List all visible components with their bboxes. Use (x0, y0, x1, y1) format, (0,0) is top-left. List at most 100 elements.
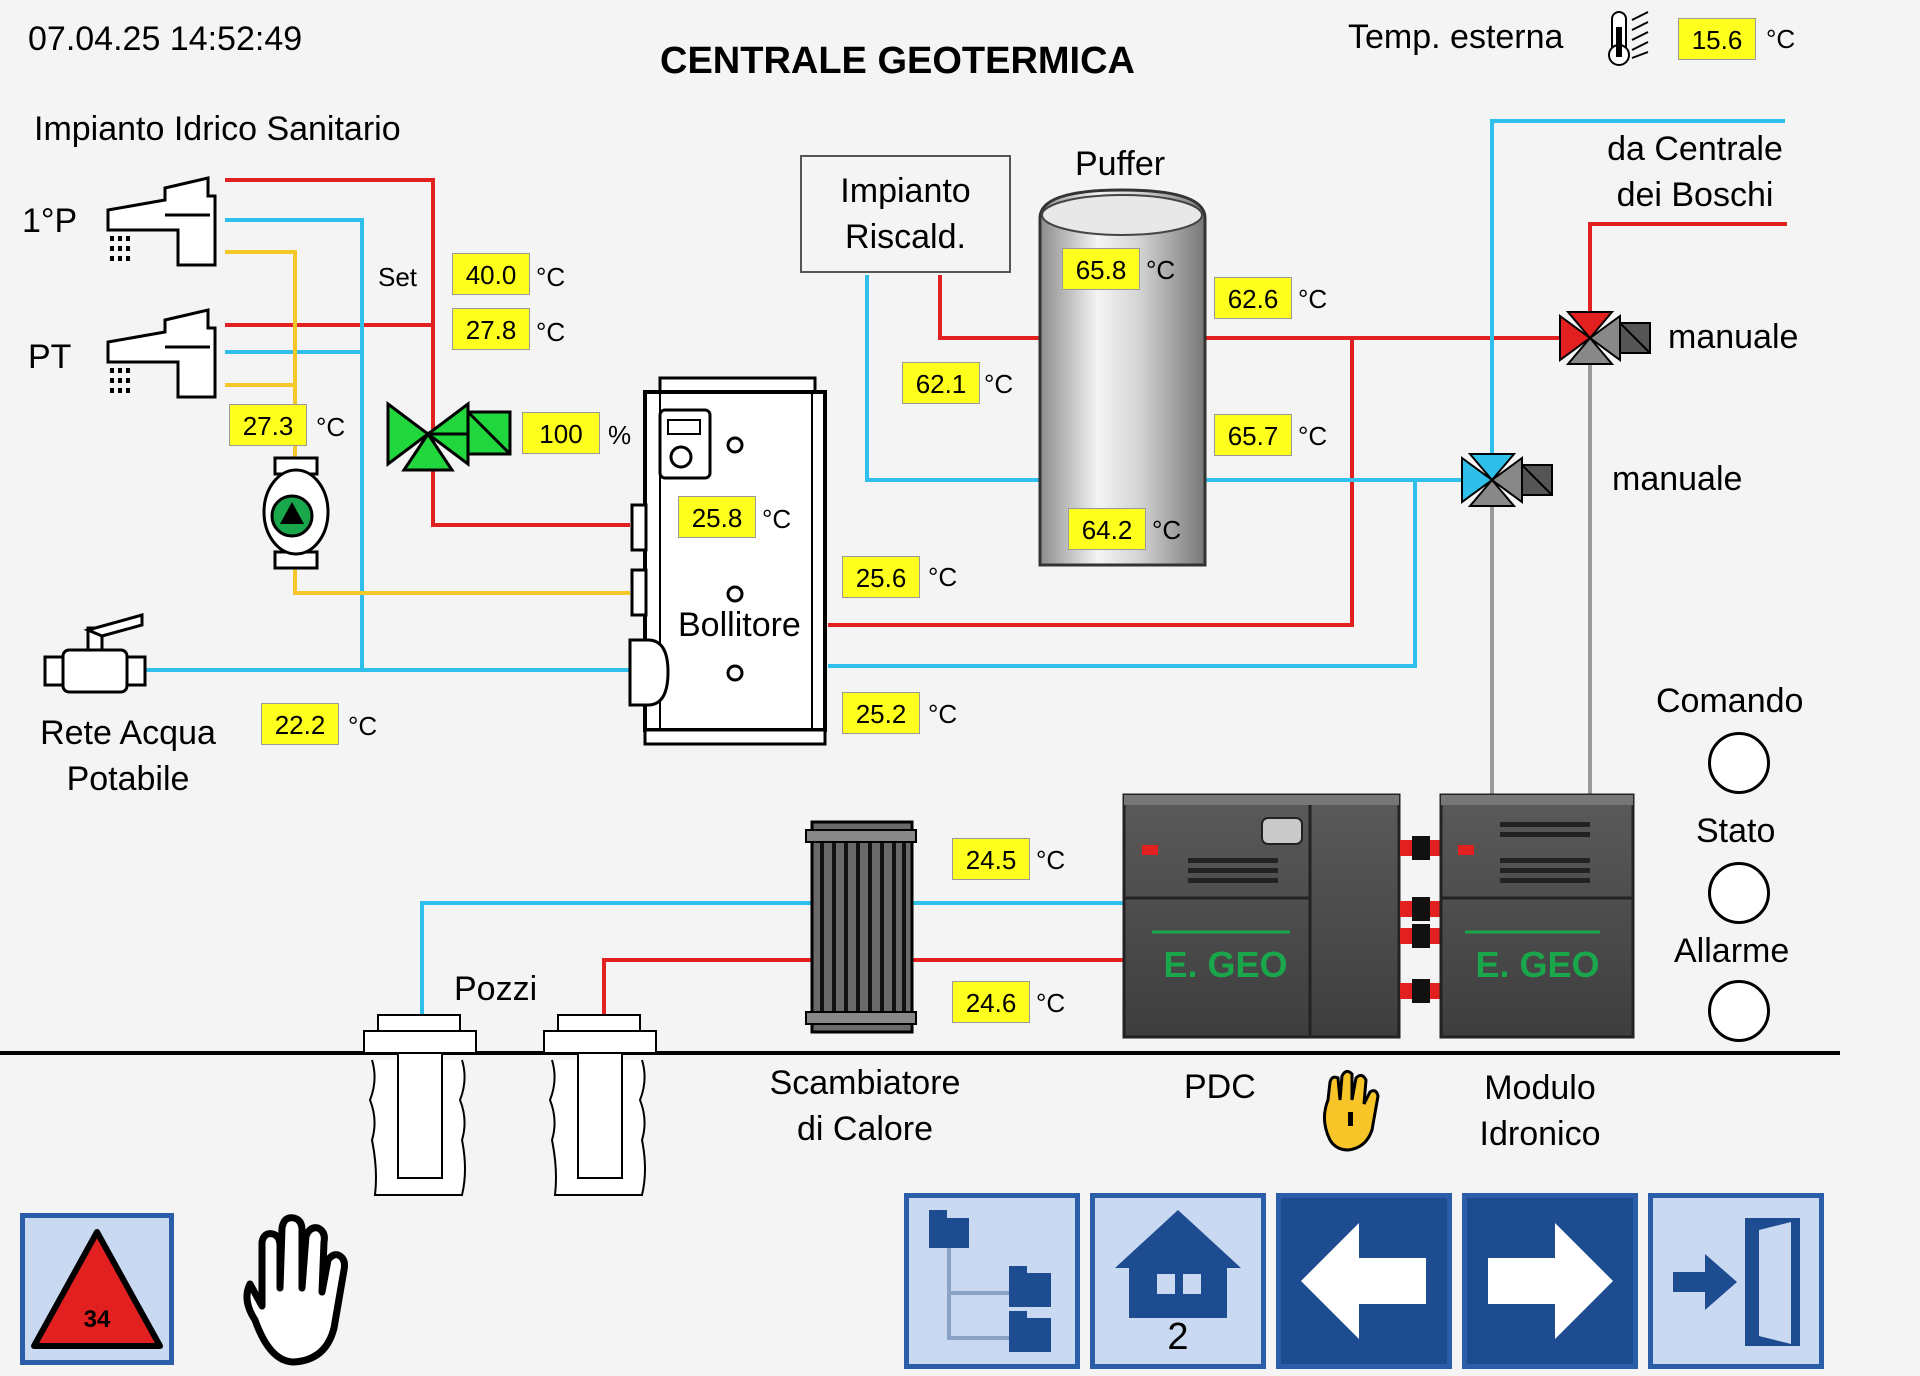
heating-label-line2: Riscald. (845, 218, 966, 256)
home-icon (1115, 1210, 1241, 1318)
valve-boschi-hot-icon (1559, 311, 1651, 365)
pump-icon (262, 456, 330, 570)
mixing-valve-sanitary-icon (386, 401, 512, 472)
unit-label: °C (348, 711, 378, 741)
percent-unit: % (608, 420, 632, 450)
mix-temp-value: 27.8 (452, 308, 530, 350)
comando-label: Comando (1656, 682, 1804, 720)
pdc-brand: E. GEO (1163, 944, 1288, 985)
puffer-out-mid-temp: 65.7 (1214, 414, 1292, 456)
pipe-well-return (602, 958, 1124, 1015)
boschi-label-line1: da Centrale (1607, 130, 1783, 168)
unit-connectors (1400, 836, 1442, 1003)
alarm-button[interactable]: 34 (20, 1213, 174, 1365)
mains-label-line1: Rete Acqua (40, 714, 216, 752)
unit-label: °C (536, 262, 566, 292)
pdc-label: PDC (1184, 1068, 1256, 1106)
setpoint-value[interactable]: 40.0 (452, 253, 530, 295)
mains-temp-value: 22.2 (261, 703, 339, 745)
home-button[interactable]: 2 (1090, 1193, 1266, 1369)
valve-percent-value: 100 (522, 412, 600, 454)
exit-door-icon (1673, 1218, 1800, 1346)
unit-label: °C (1298, 284, 1328, 314)
recirc-temp-value: 27.3 (229, 404, 307, 446)
outdoor-temp-label: Temp. esterna (1348, 18, 1564, 56)
arrow-right-icon (1488, 1223, 1613, 1339)
unit-label: °C (1146, 255, 1176, 285)
unit-label: °C (536, 317, 566, 347)
wells-label: Pozzi (454, 970, 538, 1008)
set-label: Set (378, 262, 418, 292)
puffer-label: Puffer (1075, 145, 1166, 183)
module-label-line2: Idronico (1479, 1115, 1601, 1153)
unit-label: °C (316, 412, 346, 442)
puffer-out-top-temp: 62.6 (1214, 277, 1292, 319)
unit-label: °C (984, 369, 1014, 399)
stato-indicator (1708, 862, 1770, 924)
boiler-return-temp: 25.2 (842, 692, 920, 734)
sanitary-title: Impianto Idrico Sanitario (34, 110, 401, 148)
allarme-label: Allarme (1674, 932, 1790, 970)
arrow-left-icon (1301, 1223, 1426, 1339)
alarm-triangle-icon (31, 1229, 163, 1349)
module-label-line1: Modulo (1484, 1069, 1596, 1107)
ground-supply-temp: 24.5 (952, 838, 1030, 880)
unit-label: °C (928, 699, 958, 729)
heating-label-line1: Impianto (840, 172, 971, 210)
exit-button[interactable] (1648, 1193, 1824, 1369)
boschi-label-line2: dei Boschi (1616, 176, 1774, 214)
home-number: 2 (1167, 1316, 1189, 1358)
boiler-tank (628, 376, 827, 746)
exchanger-label: Scambiatore di Calore (735, 1060, 995, 1152)
unit-label: °C (1036, 988, 1066, 1018)
exchanger-label-line1: Scambiatore (769, 1064, 961, 1102)
boiler-inner-temp: 25.8 (678, 496, 756, 538)
heating-label: Impianto Riscald. (801, 168, 1010, 260)
module-label: Modulo Idronico (1440, 1065, 1640, 1157)
hydronic-module-unit (1439, 793, 1635, 1039)
valve-boschi-cold-icon (1461, 453, 1553, 507)
faucet-pt-icon (106, 308, 217, 399)
ball-valve-icon (43, 613, 147, 694)
unit-label: °C (762, 504, 792, 534)
boiler-label: Bollitore (678, 606, 801, 644)
puffer-top-temp: 65.8 (1062, 248, 1140, 290)
manual-hand-icon[interactable] (230, 1208, 360, 1373)
unit-label: °C (1152, 515, 1182, 545)
thermometer-icon (1608, 11, 1649, 66)
allarme-indicator (1708, 980, 1770, 1042)
ground-return-temp: 24.6 (952, 981, 1030, 1023)
valve2-mode[interactable]: manuale (1612, 460, 1743, 498)
comando-indicator[interactable] (1708, 732, 1770, 794)
unit-label: °C (1298, 421, 1328, 451)
pipe-sanitary-hot (225, 178, 630, 527)
heating-box (800, 155, 1011, 273)
unit-label: °C (1766, 24, 1796, 54)
heat-exchanger-icon (805, 820, 917, 1034)
valve1-mode[interactable]: manuale (1668, 318, 1799, 356)
back-button[interactable] (1276, 1193, 1452, 1369)
faucet-1p-icon (106, 176, 217, 267)
floor-1-label: 1°P (22, 202, 78, 240)
forward-button[interactable] (1462, 1193, 1638, 1369)
unit-label: °C (928, 562, 958, 592)
well-2 (543, 1014, 657, 1196)
puffer-bottom-temp: 64.2 (1068, 508, 1146, 550)
boschi-label: da Centrale dei Boschi (1580, 126, 1810, 218)
mains-label: Rete Acqua Potabile (18, 710, 238, 802)
well-1 (363, 1014, 477, 1196)
stato-label: Stato (1696, 812, 1776, 850)
heating-temp-value: 62.1 (902, 362, 980, 404)
manual-mode-hand-icon (1323, 1069, 1380, 1152)
ground-floor-label: PT (28, 338, 72, 376)
tree-nav-button[interactable] (904, 1193, 1080, 1369)
page-title: CENTRALE GEOTERMICA (660, 40, 1135, 82)
mains-label-line2: Potabile (66, 760, 190, 798)
datetime: 07.04.25 14:52:49 (28, 20, 303, 58)
pipe-sanitary-cold (225, 218, 630, 672)
module-brand: E. GEO (1475, 944, 1600, 985)
outdoor-temp-value: 15.6 (1678, 18, 1756, 60)
exchanger-label-line2: di Calore (796, 1110, 934, 1148)
